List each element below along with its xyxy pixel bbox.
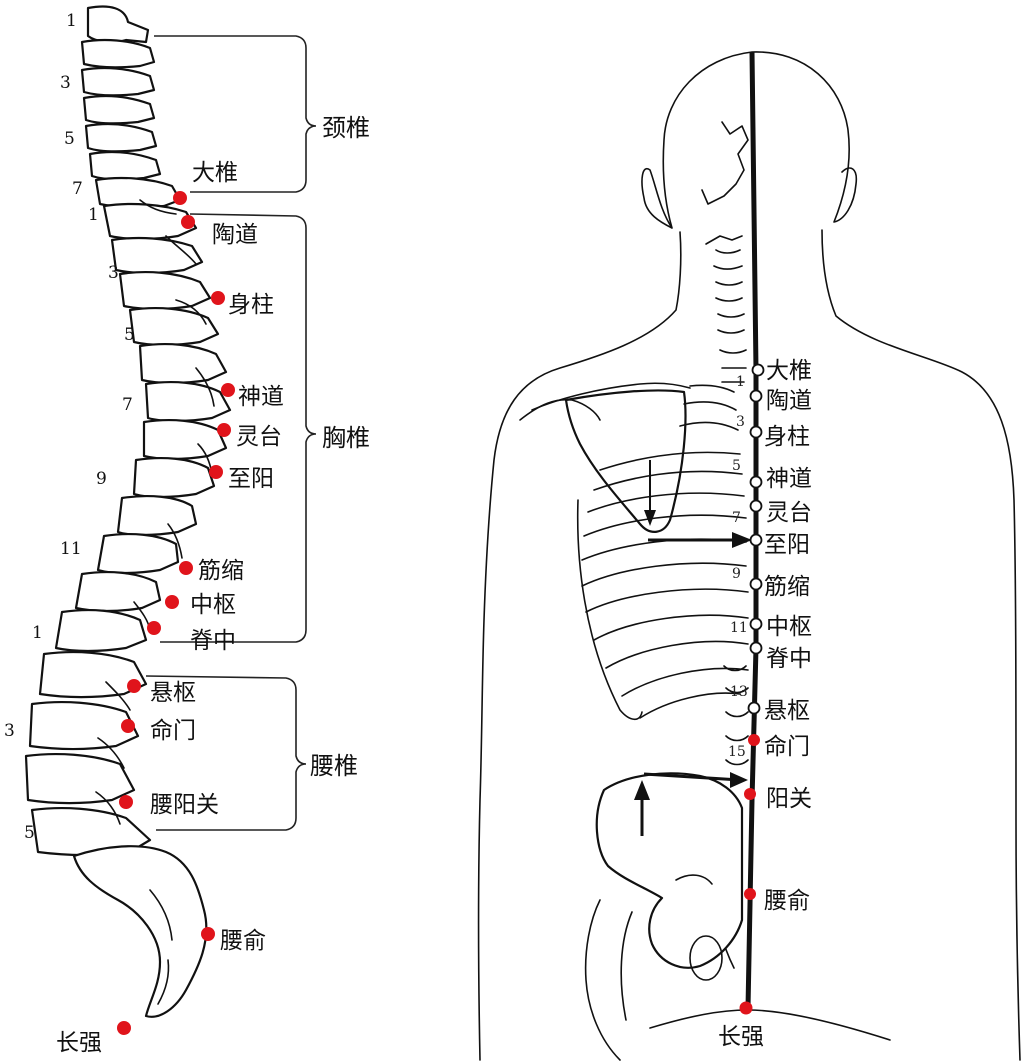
acupoint-marker [749,499,763,513]
vertebra-number: 5 [732,458,741,474]
vertebra-number: 9 [96,469,107,489]
acupoint-marker [749,389,763,403]
right-acupoints [739,363,765,1015]
acupoint-label: 悬枢 [150,680,196,706]
acupoint-marker [117,1021,131,1035]
acupoint-label: 腰阳关 [150,792,219,818]
scapula [564,389,687,533]
vertebra-number: 7 [732,510,741,526]
acupoint-label: 筋缩 [198,558,244,584]
acupoint-marker [747,701,761,715]
acupoint-marker [739,1001,753,1015]
acupoint-marker [127,679,141,693]
acupoint-label: 至阳 [764,532,810,558]
lumbar-label: 腰椎 [310,752,358,780]
cervical-label: 颈椎 [322,114,370,142]
acupoint-label: 神道 [766,466,812,492]
vertebra-number: 15 [728,744,746,760]
acupoint-label: 身柱 [228,292,274,318]
acupoint-label: 悬枢 [764,698,810,724]
acupoint-marker [173,191,187,205]
vertebra-number: 7 [122,395,133,415]
thoracic-bracket [160,213,317,643]
vertebra-number: 3 [60,73,71,93]
vertebra-number: 5 [124,325,135,345]
vertebra-number: 1 [32,623,43,643]
acupoint-label: 陶道 [212,222,258,248]
vertebra-number: 7 [72,179,83,199]
acupoint-label: 脊中 [190,628,236,654]
acupoint-label: 陶道 [766,388,812,414]
rib-cage [576,384,749,721]
governor-vessel-line [745,51,759,1009]
vertebra-number: 9 [732,566,741,582]
acupoint-label: 阳关 [766,786,812,812]
acupoint-label: 中枢 [766,614,812,640]
acupoint-label: 至阳 [228,466,274,492]
back-view-figure: 1 3 5 7 9 11 13 15 大椎 陶道 身柱 神 [477,51,1021,1061]
vertebra-number: 11 [60,539,82,559]
acupoint-marker [121,719,135,733]
acupoint-label: 中枢 [190,592,236,618]
acupoint-label: 腰俞 [764,888,810,914]
acupoint-marker [181,215,195,229]
vertebra-number: 3 [4,721,15,741]
acupoint-label: 长强 [718,1024,764,1050]
acupoint-marker [165,595,179,609]
acupoint-marker [749,533,763,547]
acupoint-marker [209,465,223,479]
landmark-arrows [634,460,752,836]
acupoint-label: 脊中 [766,646,812,672]
acupoint-marker [748,734,760,746]
vertebra-number: 3 [736,414,745,430]
acupoint-label: 命门 [764,734,810,760]
acupoint-label: 腰俞 [220,928,266,954]
left-acupoints [117,191,235,1035]
acupoint-marker [749,475,763,489]
acupoint-marker [749,617,763,631]
vertebra-number: 11 [730,620,748,636]
acupoint-label: 命门 [150,718,196,744]
vertebra-number: 13 [730,684,748,700]
vertebra-number: 5 [64,129,75,149]
acupoint-marker [749,425,763,439]
acupoint-label: 神道 [238,384,284,410]
right-acupoint-labels: 大椎 陶道 身柱 神道 灵台 至阳 筋缩 中枢 脊中 悬枢 命门 阳关 腰俞 长… [718,358,812,1050]
acupoint-marker [179,561,193,575]
left-acupoint-labels: 大椎 陶道 身柱 神道 灵台 至阳 筋缩 中枢 脊中 悬枢 命门 腰阳关 腰俞 … [56,160,284,1056]
acupoint-marker [221,383,235,397]
acupoint-label: 筋缩 [764,574,810,600]
acupoint-label: 大椎 [766,358,812,384]
acupoint-label: 灵台 [236,424,282,450]
pelvis [595,772,744,969]
acupoint-marker [749,641,763,655]
acupoint-marker [147,621,161,635]
acupoint-label: 身柱 [764,424,810,450]
vertebral-column [24,5,232,1018]
acupoint-marker [744,888,756,900]
acupoint-marker [119,795,133,809]
vertebra-number: 5 [24,823,35,843]
acupoint-marker [217,423,231,437]
vertebra-number: 1 [88,205,99,225]
vertebra-number: 3 [108,263,119,283]
acupoint-marker [211,291,225,305]
thoracic-label: 胸椎 [322,424,370,452]
acupoint-marker [744,788,756,800]
spine-lateral-view: 1 3 5 7 1 3 5 7 9 11 1 3 5 颈椎 胸椎 腰椎 [4,5,370,1056]
acupoint-marker [201,927,215,941]
vertebra-number: 1 [736,374,745,390]
cervical-bracket [154,35,317,193]
vertebra-number: 1 [66,11,77,31]
acupoint-label: 灵台 [766,500,812,526]
acupoint-marker [751,363,765,377]
acupoint-marker [749,577,763,591]
acupoint-label: 长强 [56,1030,102,1056]
acupoint-label: 大椎 [192,160,238,186]
lumbar-bracket [145,675,307,831]
body-outline [477,51,1021,1061]
